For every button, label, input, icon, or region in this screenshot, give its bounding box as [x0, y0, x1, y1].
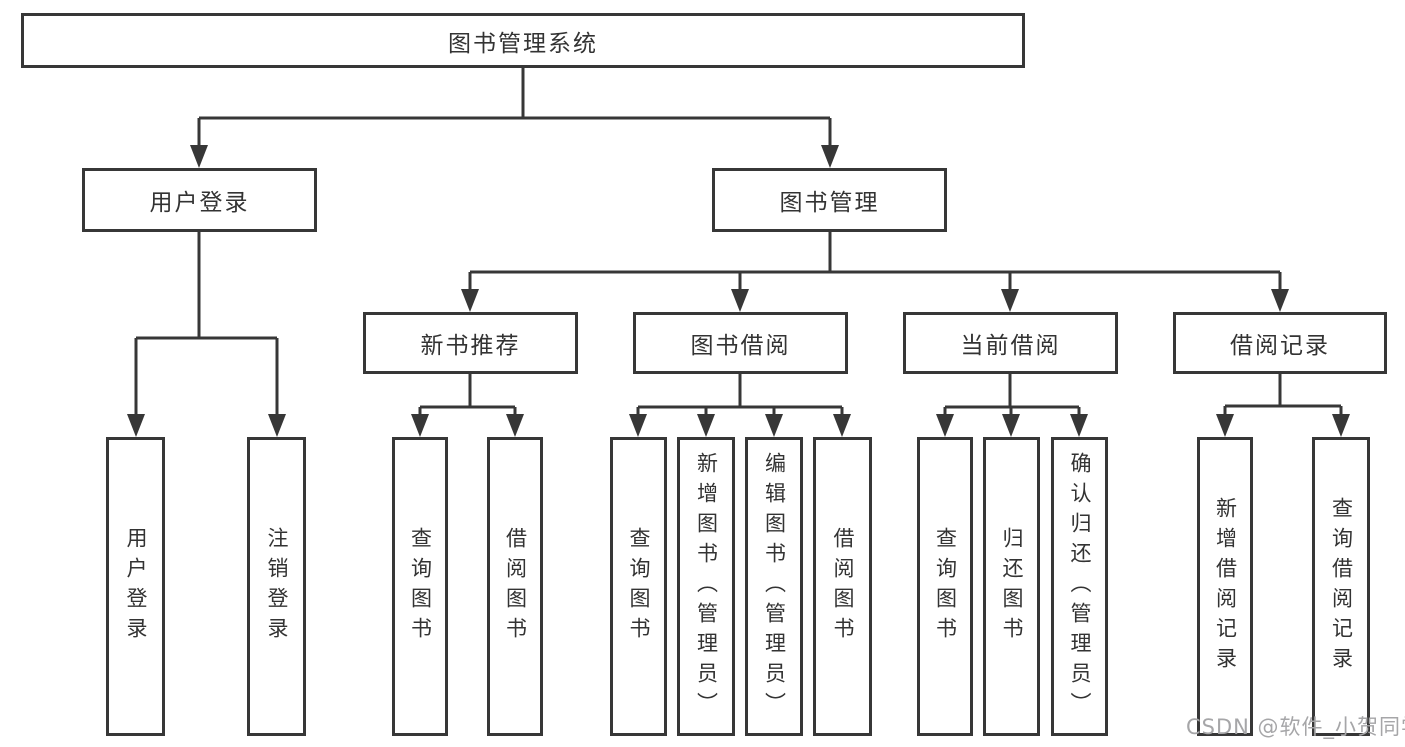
node-book-management-label: 图书管理: [779, 190, 880, 216]
node-new-book-recommend: 新书推荐: [363, 312, 578, 374]
node-user-login-label: 用户登录: [149, 190, 250, 216]
leaf-add-borrow-record-label: 新增借阅记录: [1213, 496, 1238, 677]
leaf-query-borrow-record-label: 查询借阅记录: [1329, 496, 1354, 677]
leaf-query-books-recommend-label: 查询图书: [408, 526, 433, 647]
leaf-query-books-current: 查询图书: [917, 437, 973, 736]
node-book-management: 图书管理: [712, 168, 947, 232]
leaf-add-borrow-record: 新增借阅记录: [1197, 437, 1253, 736]
leaf-query-books-borrow-label: 查询图书: [627, 526, 651, 647]
leaf-return-book-label: 归还图书: [1000, 526, 1024, 647]
leaf-borrow-books-label: 借阅图书: [831, 526, 855, 647]
leaf-add-book-admin: 新增图书（管理员）: [677, 437, 735, 736]
leaf-query-books-borrow: 查询图书: [610, 437, 667, 736]
node-current-borrow-label: 当前借阅: [960, 333, 1061, 359]
leaf-query-books-recommend: 查询图书: [392, 437, 448, 736]
leaf-borrow-books-recommend: 借阅图书: [487, 437, 543, 736]
edge-book-borrow-children: [629, 372, 851, 437]
edge-root-to-level2: [190, 68, 839, 168]
leaf-confirm-return-admin-label: 确认归还（管理员）: [1068, 451, 1092, 722]
leaf-edit-book-admin: 编辑图书（管理员）: [745, 437, 803, 736]
node-new-book-recommend-label: 新书推荐: [420, 333, 521, 359]
edge-current-borrow-children: [936, 372, 1088, 437]
csdn-watermark: CSDN @软件_小贺同学: [1186, 715, 1405, 739]
leaf-edit-book-admin-label: 编辑图书（管理员）: [762, 451, 787, 722]
node-borrow-records-label: 借阅记录: [1230, 333, 1330, 359]
node-borrow-records: 借阅记录: [1173, 312, 1387, 374]
leaf-user-login-label: 用户登录: [124, 526, 148, 647]
node-book-borrow-label: 图书借阅: [690, 333, 791, 359]
edge-borrow-records-children: [1216, 374, 1350, 437]
leaf-logout: 注销登录: [247, 437, 306, 736]
edge-new-book-children: [411, 372, 524, 437]
edge-user-login-children: [127, 230, 286, 437]
leaf-logout-label: 注销登录: [265, 526, 289, 647]
leaf-query-books-current-label: 查询图书: [933, 526, 958, 647]
leaf-borrow-books-recommend-label: 借阅图书: [503, 526, 528, 647]
leaf-user-login: 用户登录: [106, 437, 165, 736]
leaf-add-book-admin-label: 新增图书（管理员）: [694, 451, 719, 722]
leaf-confirm-return-admin: 确认归还（管理员）: [1051, 437, 1108, 736]
node-book-borrow: 图书借阅: [633, 312, 848, 374]
leaf-return-book: 归还图书: [983, 437, 1040, 736]
edge-book-management-children: [461, 230, 1289, 312]
leaf-query-borrow-record: 查询借阅记录: [1312, 437, 1370, 736]
node-current-borrow: 当前借阅: [903, 312, 1118, 374]
node-library-system-label: 图书管理系统: [448, 30, 598, 57]
leaf-borrow-books: 借阅图书: [813, 437, 872, 736]
node-user-login: 用户登录: [82, 168, 317, 232]
node-library-system: 图书管理系统: [21, 13, 1025, 68]
